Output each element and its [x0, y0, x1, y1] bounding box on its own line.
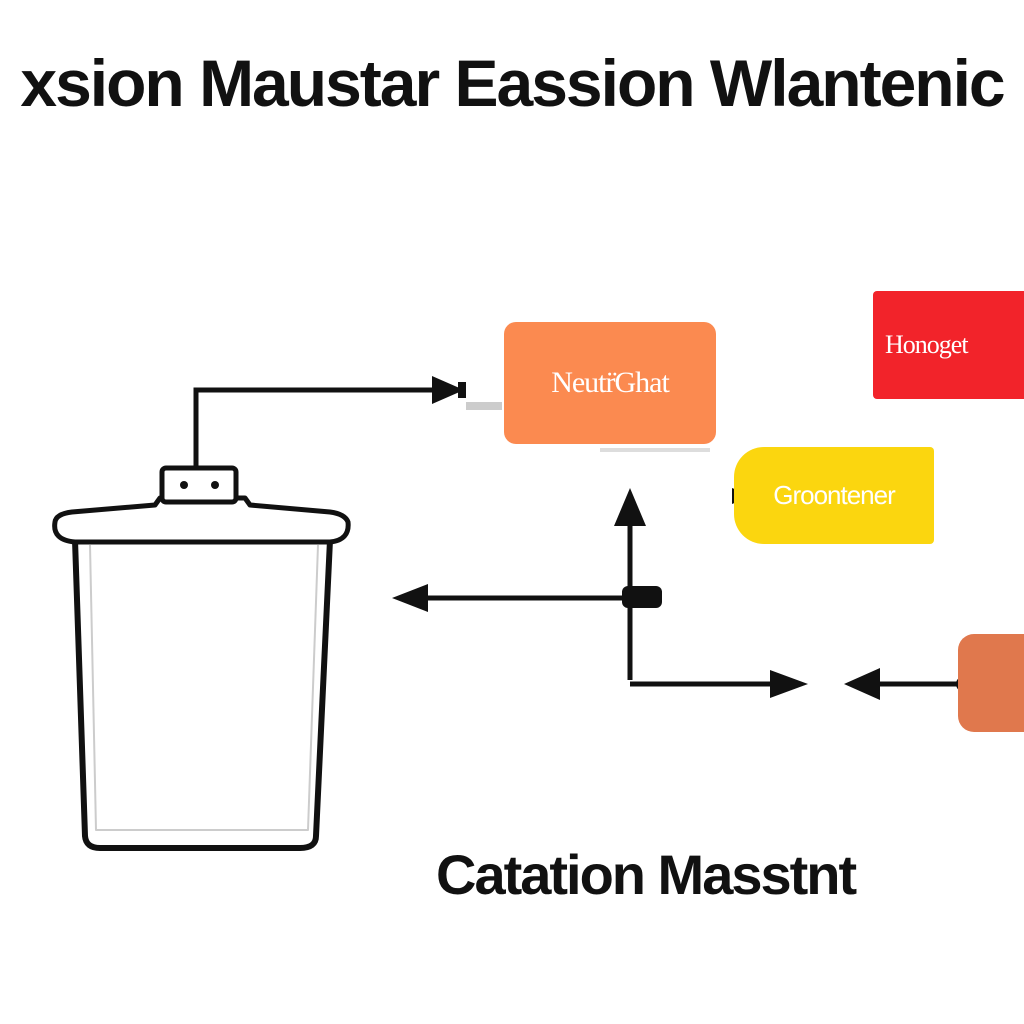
orange-node: Neutr̈Ghat	[504, 322, 716, 444]
red-node: Honoget	[873, 291, 1024, 399]
connector-from-small-orange	[844, 668, 972, 700]
orange-box-shadow	[600, 448, 710, 452]
yellow-node-label: Groontener	[773, 480, 896, 510]
red-node-label: Honoget	[885, 330, 969, 359]
yellow-node: Groontener	[734, 447, 934, 544]
connector-to-pot-left	[392, 584, 662, 612]
diagram-title: xsion Maustar Eassion Wlantenic	[20, 46, 1005, 120]
diagram-caption: Catation Masstnt	[436, 843, 857, 906]
connector-pot-to-orange	[193, 376, 502, 466]
pot-icon	[52, 465, 351, 851]
small-orange-node	[958, 634, 1024, 732]
orange-node-label: Neutr̈Ghat	[551, 366, 670, 399]
